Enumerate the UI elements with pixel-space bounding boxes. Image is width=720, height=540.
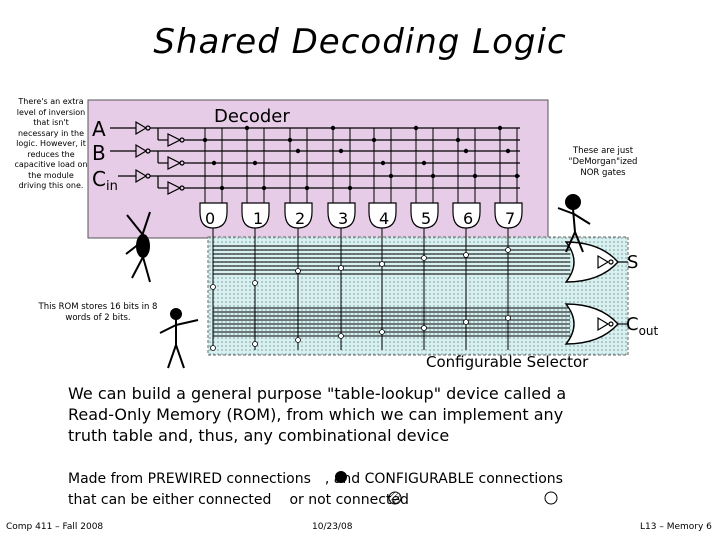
footer-slide: L13 – Memory 6 (640, 522, 712, 532)
stick-figure-left (125, 211, 151, 283)
input-b-label: B (92, 141, 106, 165)
rom-description: We can build a general purpose "table-lo… (68, 384, 567, 445)
inversion-note: There's an extra level of inversion that… (14, 97, 88, 190)
decoder-output-0: 0 (205, 209, 215, 228)
not-connected-text: or not connected (289, 492, 409, 508)
cout-bit-lines (213, 307, 570, 337)
stick-figure-mid (159, 308, 199, 369)
decoder-gates (199, 202, 523, 229)
selector-label: Configurable Selector (426, 353, 589, 371)
decoder-output-2: 2 (295, 209, 305, 228)
nor-gates-note: These are just "DeMorgan"ized NOR gates (568, 146, 638, 178)
s-bit-lines (213, 245, 570, 275)
connection-types-description: Made from PREWIRED connections, and CONF… (68, 469, 588, 511)
output-buffers (597, 254, 628, 332)
selector-panel (207, 236, 629, 356)
footer-course: Comp 411 – Fall 2008 (6, 522, 104, 532)
prewired-text: Made from PREWIRED connections (68, 471, 311, 487)
configurable-text: , and CONFIGURABLE connections that can … (68, 471, 563, 508)
prewired-connection-icon (335, 471, 347, 483)
decoder-taps (202, 125, 520, 191)
decoder-output-4: 4 (379, 209, 389, 228)
input-c-label: Cin (92, 167, 118, 194)
page-title: Shared Decoding Logic (153, 22, 567, 62)
config-connections (210, 247, 511, 351)
connected-marker-icon (388, 491, 402, 505)
not-connected-marker-icon (544, 491, 558, 505)
decoder-output-6: 6 (463, 209, 473, 228)
decoder-output-7: 7 (505, 209, 515, 228)
decoder-output-5: 5 (421, 209, 431, 228)
output-cout-label: Cout (626, 314, 659, 338)
decoder-output-1: 1 (253, 209, 263, 228)
output-or-gates (564, 241, 619, 345)
decoder-label: Decoder (214, 106, 290, 127)
footer-date: 10/23/08 (312, 522, 353, 532)
stick-figure-right (557, 194, 591, 253)
rom-capacity-note: This ROM stores 16 bits in 8 words of 2 … (38, 302, 158, 323)
decoder-output-3: 3 (338, 209, 348, 228)
output-s-label: S (627, 252, 638, 273)
input-a-label: A (92, 117, 106, 141)
